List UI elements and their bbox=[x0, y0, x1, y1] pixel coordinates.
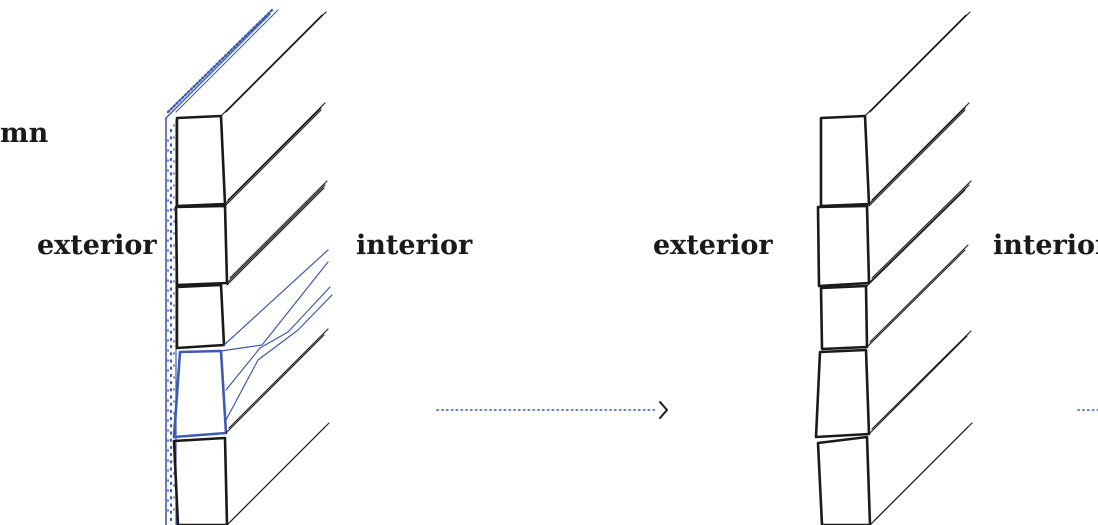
left-block-4-highlight bbox=[172, 349, 228, 439]
coating-layer bbox=[165, 8, 279, 525]
right-interior-label: interior bbox=[993, 230, 1098, 261]
left-deformed-lines bbox=[220, 249, 333, 421]
chevron-right-icon bbox=[659, 401, 668, 419]
left-block-5 bbox=[172, 436, 229, 525]
right-wall-blocks bbox=[814, 114, 872, 525]
left-depth-lines bbox=[220, 11, 330, 525]
right-exterior-label: exterior bbox=[653, 230, 773, 261]
left-exterior-label: exterior bbox=[37, 230, 157, 261]
left-block-2 bbox=[174, 204, 229, 287]
left-block-3 bbox=[175, 283, 226, 350]
right-block-3 bbox=[819, 284, 869, 351]
right-block-4 bbox=[814, 348, 871, 439]
left-block-1 bbox=[175, 114, 227, 208]
title-fragment: mn bbox=[0, 118, 49, 149]
right-block-2 bbox=[816, 204, 871, 288]
right-block-5 bbox=[816, 435, 872, 525]
right-depth-lines bbox=[864, 11, 973, 525]
left-wall-blocks bbox=[172, 114, 229, 525]
right-block-1 bbox=[819, 114, 871, 208]
left-interior-label: interior bbox=[356, 230, 473, 261]
